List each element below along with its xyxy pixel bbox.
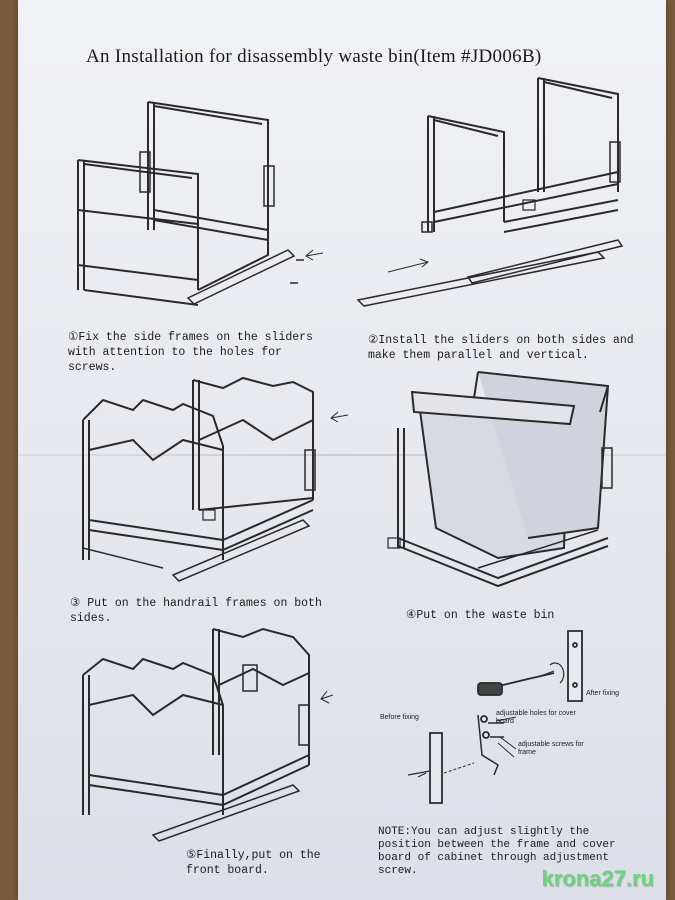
step-1-text: Fix the side frames on the sliders with … <box>68 331 313 374</box>
step-5-text: Finally,put on the front board. <box>186 849 321 877</box>
step-5-number: ⑤ <box>186 849 197 862</box>
step-4-number: ④ <box>406 609 417 622</box>
after-fixing-label: After fixing <box>586 690 620 697</box>
step-3-text: Put on the handrail frames on both sides… <box>70 597 322 625</box>
figure-step-4 <box>378 368 628 588</box>
note-text: NOTE:You can adjust slightly the positio… <box>378 826 616 877</box>
figure-step-2 <box>348 72 638 312</box>
figure-step-1 <box>68 90 328 320</box>
step-5-caption: ⑤Finally,put on the front board. <box>186 848 346 878</box>
watermark: krona27.ru <box>541 866 655 891</box>
step-2-caption: ②Install the sliders on both sides and m… <box>368 333 638 363</box>
adjustable-screws-label: adjustable screws for frame <box>518 741 584 756</box>
page-title: An Installation for disassembly waste bi… <box>86 46 542 67</box>
figure-step-3 <box>73 370 353 590</box>
before-fixing-label: Before fixing <box>380 714 419 721</box>
step-3-caption: ③ Put on the handrail frames on both sid… <box>70 596 350 626</box>
paper-crease <box>18 454 666 456</box>
step-4-text: Put on the waste bin <box>416 609 555 622</box>
instruction-sheet: An Installation for disassembly waste bi… <box>18 0 666 900</box>
adjustable-holes-label: adjustable holes for cover board <box>496 710 576 725</box>
step-3-number: ③ <box>70 597 81 610</box>
step-2-number: ② <box>368 334 379 347</box>
step-4-caption: ④Put on the waste bin <box>406 608 636 623</box>
step-1-caption: ①Fix the side frames on the sliders with… <box>68 330 328 375</box>
step-1-number: ① <box>68 331 79 344</box>
figure-adjustment-detail <box>378 625 638 825</box>
step-2-text: Install the sliders on both sides and ma… <box>368 334 634 362</box>
figure-step-5 <box>73 625 353 845</box>
